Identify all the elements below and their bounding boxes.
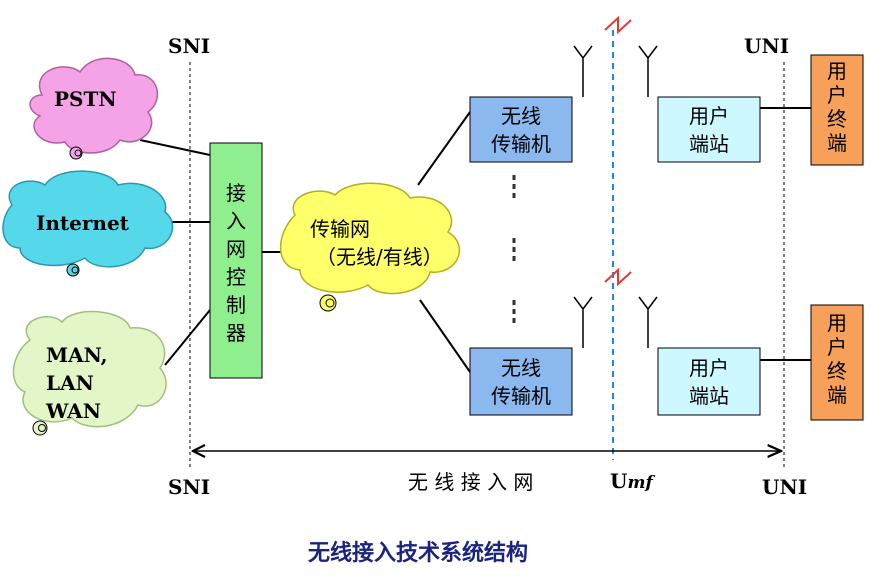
terminal-1-char-4: 端 [827,131,847,155]
link-transport-transmitter-1 [417,111,471,186]
station-2-line-1: 用户 [689,356,729,380]
access-network-span-label: 无 线 接 入 网 [408,470,533,494]
antenna-icon [573,45,593,97]
station-1-line-1: 用户 [689,104,729,128]
lan-label: LAN [46,371,94,395]
internet-cloud: Internet [2,170,174,277]
link-transport-transmitter-2 [419,299,471,373]
terminal-2-char-1: 用 [827,311,847,335]
sni-top-label: SNI [168,34,210,58]
wan-label: WAN [45,399,101,423]
controller-char-6: 器 [226,321,246,345]
user-terminal-1: 用 户 终 端 [810,54,864,166]
antenna-icon [638,45,658,97]
user-station-1: 用户 端站 [657,96,761,163]
terminal-1-char-1: 用 [827,59,847,83]
controller-char-1: 接 [226,181,246,205]
transport-label-2: （无线/有线） [316,245,443,269]
transmitter-1-line-1: 无线 [501,104,541,128]
link-man-controller [164,309,211,366]
controller-char-5: 制 [226,293,246,317]
internet-label: Internet [36,211,130,235]
radio-link-icon [604,15,632,35]
controller-char-4: 控 [226,265,246,289]
link-pstn-controller [139,139,211,156]
umf-label: Umf [610,469,655,493]
transmitter-1-line-2: 传输机 [491,132,551,156]
station-2-line-2: 端站 [689,384,729,408]
antenna-icon [638,296,658,348]
terminal-2-char-3: 终 [827,359,847,383]
terminal-1-char-2: 户 [827,83,847,107]
uni-top-label: UNI [744,34,789,58]
transmitter-2-line-1: 无线 [501,356,541,380]
uni-bottom-label: UNI [762,475,807,499]
controller-char-2: 入 [226,209,246,233]
access-network-controller: 接 入 网 控 制 器 [209,142,263,379]
terminal-1-char-3: 终 [827,107,847,131]
terminal-2-char-2: 户 [827,335,847,359]
figure-caption: 无线接入技术系统结构 [308,540,528,566]
antenna-icon [573,296,593,348]
user-terminal-2: 用 户 终 端 [810,304,864,421]
pstn-label: PSTN [54,87,117,111]
user-station-2: 用户 端站 [657,347,761,416]
station-1-line-2: 端站 [689,132,729,156]
man-label: MAN, [46,343,108,367]
terminal-2-char-4: 端 [827,383,847,407]
sni-bottom-label: SNI [168,475,210,499]
transport-label-1: 传输网 [310,217,370,241]
controller-char-3: 网 [226,237,246,261]
wireless-transmitter-2: 无线 传输机 [469,347,573,416]
wireless-transmitter-1: 无线 传输机 [469,96,573,163]
man-lan-wan-cloud: MAN, LAN WAN [12,310,167,436]
transport-network-cloud: 传输网 （无线/有线） [279,182,460,312]
transmitter-2-line-2: 传输机 [491,384,551,408]
pstn-cloud: PSTN [29,57,159,160]
radio-link-icon [604,267,632,287]
